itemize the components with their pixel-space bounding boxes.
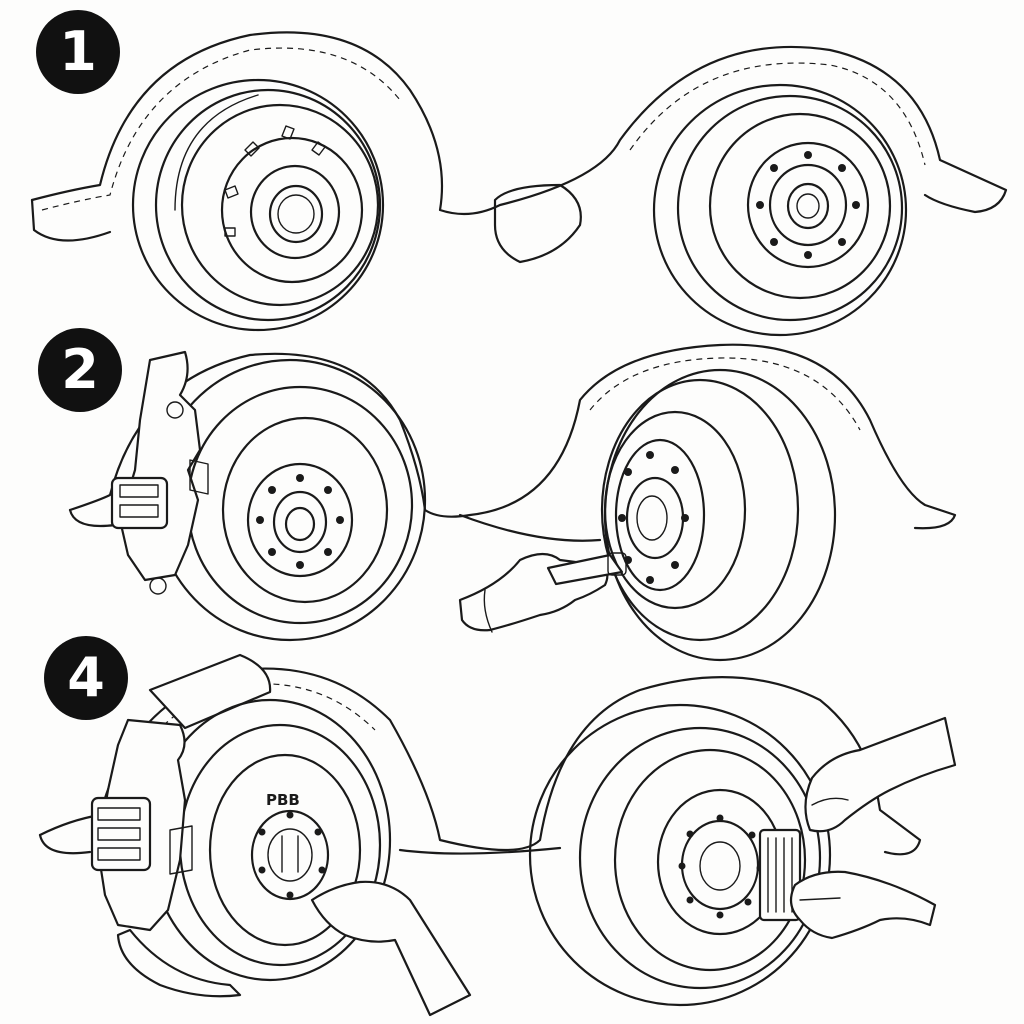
hand-icon: [310, 880, 472, 1017]
bolt-pattern: [678, 814, 764, 919]
bolt-pattern: [258, 811, 326, 899]
step-1-left-wheel: [131, 78, 385, 332]
brake-caliper-icon: [90, 718, 242, 998]
step-1-right-wheel: [652, 83, 908, 337]
hand-icon: [804, 716, 957, 833]
step-4-fender-line: [38, 653, 922, 856]
step-2-right-wheel: [600, 368, 837, 662]
step-badge-4: 4: [44, 636, 128, 720]
step-1-fender-line: [30, 31, 1008, 264]
wrench-tool-icon: [546, 552, 627, 586]
lug-nut-icon: [224, 125, 326, 237]
rotor-marking: PBB: [266, 791, 300, 809]
bolt-pattern: [756, 151, 860, 259]
hand-icon: [789, 870, 937, 940]
step-badge-2: 2: [38, 328, 122, 412]
brake-pad: [758, 828, 802, 922]
step-4-right-wheel: [528, 703, 832, 1007]
bolt-pattern: [256, 474, 344, 569]
step-badge-1: 1: [36, 10, 120, 94]
bolt-pattern: [618, 451, 689, 584]
brake-caliper-icon: [110, 350, 209, 595]
step-2-fender-line: [68, 343, 957, 542]
